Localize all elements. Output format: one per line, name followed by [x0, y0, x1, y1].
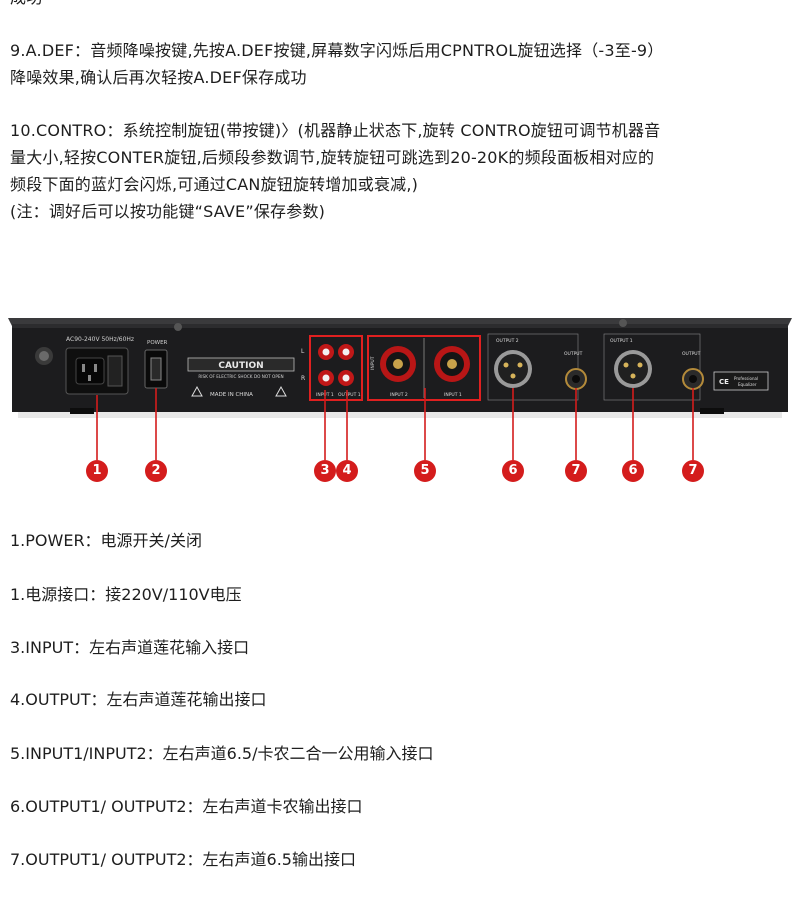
- legend-item: 1.POWER：电源开关/关闭: [10, 531, 202, 550]
- product-badge: [713, 371, 769, 391]
- callout-marker: 7: [682, 460, 704, 482]
- callout-marker: 4: [336, 460, 358, 482]
- rca-highlight-frame: [309, 335, 363, 401]
- jack-output-a-label: OUTPUT: [564, 351, 583, 357]
- xlr-output1-label: OUTPUT 1: [610, 338, 633, 344]
- power-switch-label: POWER: [147, 340, 168, 346]
- item10-line: 量大小,轻按CONTER旋钮,后频段参数调节,旋转旋钮可跳选到20-20K的频段…: [10, 148, 655, 167]
- warning-triangle-icon: [191, 385, 203, 397]
- xlr-output-2-jack[interactable]: [494, 350, 532, 388]
- callout-marker: 2: [145, 460, 167, 482]
- callout-marker: 6: [622, 460, 644, 482]
- combo-highlight-frame: [367, 335, 481, 401]
- combo-input-2-jack[interactable]: [380, 346, 416, 382]
- combo-input-1-jack[interactable]: [434, 346, 470, 382]
- rca-output-label: OUTPUT 1: [338, 392, 361, 398]
- badge-line2: Equalizer: [738, 382, 757, 387]
- badge-line1: Professional: [734, 376, 758, 381]
- item10-line: (注：调好后可以按功能键“SAVE”保存参数): [10, 202, 326, 221]
- power-rating-label: AC90-240V 50Hz/60Hz: [66, 336, 134, 343]
- screw-icon: [619, 319, 627, 327]
- legend-item: 1.电源接口：接220V/110V电压: [10, 585, 242, 604]
- legend-item: 5.INPUT1/INPUT2：左右声道6.5/卡农二合一公用输入接口: [10, 744, 434, 763]
- item9-line: 9.A.DEF：音频降噪按键,先按A.DEF按键,屏幕数字闪烁后用CPNTROL…: [10, 41, 664, 60]
- caution-title: CAUTION: [218, 361, 263, 371]
- ce-mark: CE: [719, 378, 729, 386]
- legend-item: 6.OUTPUT1/ OUTPUT2：左右声道卡农输出接口: [10, 797, 363, 816]
- legend-item: 4.OUTPUT：左右声道莲花输出接口: [10, 690, 267, 709]
- item10-line: 10.CONTRO：系统控制旋钮(带按键)〉(机器静止状态下,旋转 CONTRO…: [10, 121, 661, 140]
- screw-icon: [174, 323, 182, 331]
- top-fragment: 成功: [10, 0, 780, 11]
- rca-jacks[interactable]: [318, 344, 354, 386]
- jack-output-b-label: OUTPUT: [682, 351, 701, 357]
- callout-marker: 6: [502, 460, 524, 482]
- device-rear-panel: AC90-240V 50Hz/60Hz POWER CAUTION RISK O…: [8, 318, 792, 418]
- callout-marker: 1: [86, 460, 108, 482]
- item9-line: 降噪效果,确认后再次轻按A.DEF保存成功: [10, 68, 307, 87]
- combo-side-label: INPUT: [370, 356, 376, 370]
- legend-item: 7.OUTPUT1/ OUTPUT2：左右声道6.5输出接口: [10, 850, 356, 869]
- callout-marker: 7: [565, 460, 587, 482]
- item10-line: 频段下面的蓝灯会闪烁,可通过CAN旋钮旋转增加或衰减,): [10, 175, 419, 194]
- jack-output-a[interactable]: [565, 368, 587, 390]
- item9-paragraph: 9.A.DEF：音频降噪按键,先按A.DEF按键,屏幕数字闪烁后用CPNTROL…: [10, 37, 780, 91]
- caution-text: RISK OF ELECTRIC SHOCK DO NOT OPEN: [198, 374, 283, 379]
- xlr-output-1-jack[interactable]: [614, 350, 652, 388]
- channel-r-label: R: [301, 375, 305, 382]
- warning-triangle-icon: [275, 385, 287, 397]
- xlr-output2-label: OUTPUT 2: [496, 338, 519, 344]
- callout-marker: 3: [314, 460, 336, 482]
- combo-input2-label: INPUT 2: [390, 392, 408, 398]
- rca-input-label: INPUT 1: [316, 392, 334, 398]
- callout-marker: 5: [414, 460, 436, 482]
- item10-paragraph: 10.CONTRO：系统控制旋钮(带按键)〉(机器静止状态下,旋转 CONTRO…: [10, 117, 780, 225]
- combo-input1-label: INPUT 1: [444, 392, 462, 398]
- jack-output-b[interactable]: [682, 368, 704, 390]
- made-in-label: MADE IN CHINA: [210, 392, 253, 398]
- channel-l-label: L: [301, 348, 305, 355]
- legend-item: 3.INPUT：左右声道莲花输入接口: [10, 638, 250, 657]
